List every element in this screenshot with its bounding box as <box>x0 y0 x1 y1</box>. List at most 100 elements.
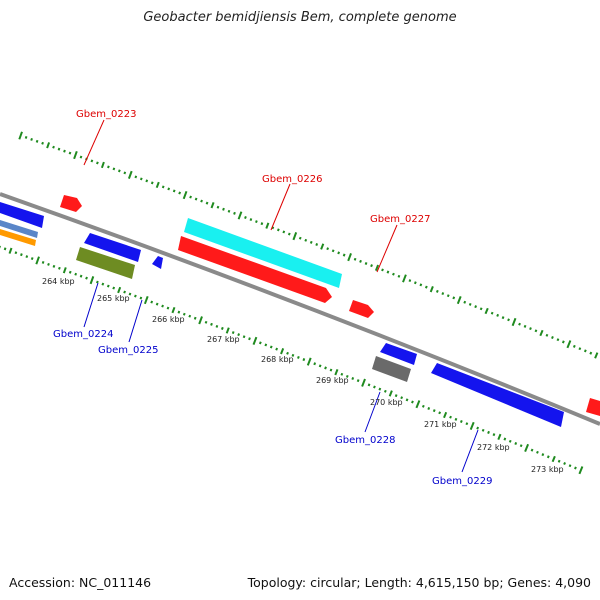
scale-label: 269 kbp <box>316 376 349 385</box>
inner-tick-mark <box>58 266 61 270</box>
inner-tick-mark <box>465 422 469 426</box>
outer-tick-mark <box>96 161 99 165</box>
outer-tick-mark <box>511 317 517 327</box>
outer-tick-mark <box>63 149 66 153</box>
inner-tick-mark <box>313 362 317 366</box>
outer-tick-mark <box>353 257 357 261</box>
outer-tick-mark <box>194 197 198 201</box>
inner-tick-mark <box>128 292 132 296</box>
inner-tick-mark <box>106 284 110 288</box>
inner-tick-mark <box>536 450 539 454</box>
inner-tick-mark <box>139 296 143 300</box>
inner-tick-mark <box>302 358 306 362</box>
inner-tick-mark <box>47 262 50 266</box>
inner-tick-mark <box>454 417 458 421</box>
outer-tick-mark <box>408 279 412 283</box>
inner-tick-mark <box>334 369 339 376</box>
outer-tick-mark <box>386 270 390 274</box>
inner-tick-mark <box>155 302 159 306</box>
inner-tick-mark <box>134 294 137 298</box>
inner-tick-mark <box>508 439 512 443</box>
gene-feature-left-blue[interactable] <box>0 202 44 228</box>
inner-tick-mark <box>411 400 414 404</box>
gene-feature-left-steel[interactable] <box>0 220 38 238</box>
inner-tick-mark <box>400 396 404 400</box>
gene-feature-gbem-0223[interactable] <box>60 195 82 212</box>
outer-tick-mark <box>572 344 576 348</box>
gene-feature-gbem-0226[interactable] <box>184 218 342 288</box>
outer-tick-mark <box>265 222 270 229</box>
inner-tick-mark <box>62 267 67 274</box>
inner-tick-mark <box>443 411 448 419</box>
inner-tick-mark <box>383 389 387 393</box>
callout-line-gbem-0224 <box>83 282 99 328</box>
outer-tick-mark <box>24 135 28 139</box>
gene-feature-gbem-0227[interactable] <box>349 300 374 318</box>
gene-feature-gbem-0228b[interactable] <box>372 356 411 382</box>
outer-tick-mark <box>381 268 384 272</box>
outer-tick-mark <box>41 141 44 145</box>
outer-tick-mark <box>139 177 143 181</box>
outer-tick-mark <box>474 305 478 309</box>
outer-tick-mark <box>18 131 23 140</box>
outer-tick-mark <box>100 161 105 169</box>
outer-tick-mark <box>556 338 560 342</box>
gene-label-gbem-0224[interactable]: Gbem_0224 <box>53 329 113 340</box>
inner-tick-mark <box>378 387 382 391</box>
gene-label-gbem-0223[interactable]: Gbem_0223 <box>76 109 136 120</box>
scale-label: 272 kbp <box>477 443 510 452</box>
outer-tick-mark <box>347 253 352 262</box>
outer-tick-mark <box>501 316 505 320</box>
inner-tick-mark <box>220 326 224 330</box>
gene-feature-gbem-0226b[interactable] <box>178 236 332 303</box>
inner-tick-mark <box>405 398 409 402</box>
gene-feature-gbem-0225[interactable] <box>76 247 135 279</box>
gene-label-gbem-0229[interactable]: Gbem_0229 <box>432 476 492 487</box>
inner-tick-mark <box>286 351 289 355</box>
outer-tick-mark <box>320 243 325 250</box>
inner-tick-mark <box>415 400 421 409</box>
gene-feature-small-blue[interactable] <box>152 256 163 269</box>
gene-feature-gbem-0224[interactable] <box>84 233 141 262</box>
gene-label-gbem-0226[interactable]: Gbem_0226 <box>262 174 322 185</box>
outer-tick-mark <box>545 333 549 337</box>
outer-tick-mark <box>117 169 121 173</box>
outer-tick-mark <box>507 318 510 322</box>
inner-tick-mark <box>394 394 398 398</box>
scale-label: 264 kbp <box>42 277 75 286</box>
outer-tick-mark <box>496 313 500 317</box>
gene-feature-left-orange[interactable] <box>0 229 36 246</box>
outer-tick-mark <box>172 189 176 193</box>
outer-tick-mark <box>57 147 61 151</box>
inner-tick-track <box>0 245 584 475</box>
inner-tick-mark <box>231 331 235 335</box>
gene-feature-gbem-0228[interactable] <box>380 343 417 365</box>
inner-tick-mark <box>101 282 105 286</box>
outer-tick-mark <box>484 307 489 315</box>
gene-label-gbem-0227[interactable]: Gbem_0227 <box>370 214 430 225</box>
outer-tick-mark <box>216 205 220 209</box>
inner-tick-mark <box>476 426 480 430</box>
inner-tick-mark <box>438 411 442 415</box>
inner-tick-mark <box>166 306 170 310</box>
outer-tick-mark <box>392 272 395 276</box>
inner-tick-mark <box>524 443 530 452</box>
outer-tick-mark <box>337 251 341 255</box>
gene-label-gbem-0228[interactable]: Gbem_0228 <box>335 435 395 446</box>
inner-tick-mark <box>117 286 122 294</box>
inner-tick-mark <box>361 378 366 387</box>
gene-feature-right-edge[interactable] <box>586 398 600 416</box>
outer-tick-mark <box>68 151 72 155</box>
inner-tick-mark <box>514 442 518 445</box>
inner-tick-mark <box>306 357 312 366</box>
inner-tick-mark <box>14 251 18 255</box>
inner-tick-mark <box>150 300 154 304</box>
inner-tick-mark <box>96 280 99 284</box>
gene-feature-gbem-0229[interactable] <box>431 363 564 427</box>
scale-label: 271 kbp <box>424 420 457 429</box>
inner-tick-mark <box>74 272 78 276</box>
gene-label-gbem-0225[interactable]: Gbem_0225 <box>98 345 158 356</box>
inner-tick-mark <box>519 444 523 448</box>
outer-tick-mark <box>150 181 154 185</box>
